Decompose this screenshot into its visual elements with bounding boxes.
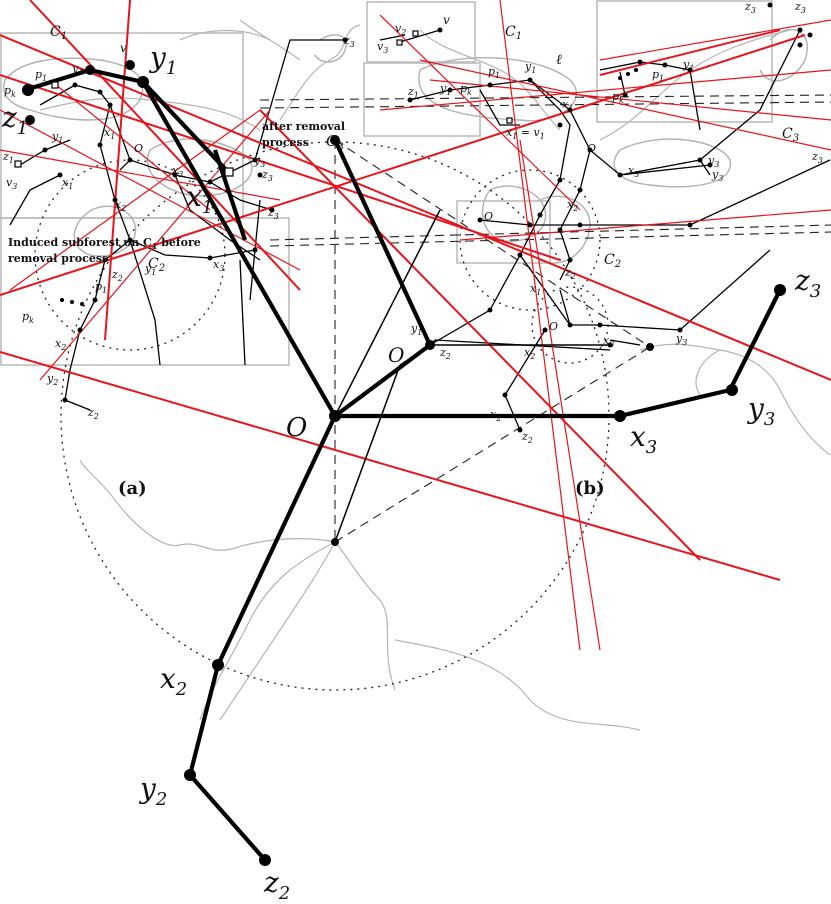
panel-b-eq: x1 = v1	[506, 126, 545, 141]
b-pk2: pk	[612, 90, 624, 105]
b-pk: pk	[460, 82, 472, 97]
a-x3: x3	[172, 164, 183, 179]
label-x3: x3	[630, 420, 657, 458]
a-y2: y2	[46, 372, 58, 387]
panel-b-labels: (b) C1 C2 C3 ℓ x1 = v1 v v2 v3 z1 y1 y1 …	[377, 0, 823, 499]
b-z3c: z3	[794, 0, 806, 15]
b-y1c: y1	[682, 58, 694, 73]
secondary-thin-main	[334, 209, 610, 543]
b-p1: p1	[488, 65, 500, 80]
a-z3c: z3	[267, 206, 279, 221]
gray-ridge-lines	[39, 19, 831, 731]
b-z2c: z2	[521, 430, 533, 445]
b-p1b: p1	[652, 68, 664, 83]
label-x2: x2	[160, 662, 187, 700]
panel-b-ell: ℓ	[556, 52, 562, 68]
a-z3: z3	[261, 168, 273, 183]
after-note-1: after removal	[262, 120, 345, 133]
b-o3: O	[484, 210, 493, 223]
b-z2b: z2	[439, 346, 451, 361]
a-z2b: z2	[87, 406, 99, 421]
a-z1: z1	[2, 150, 14, 165]
b-z3: z3	[811, 150, 823, 165]
b-z2: z2	[564, 266, 576, 281]
b-z3b: z3	[744, 0, 756, 15]
induced-note-1: Induced subforest on C1 before	[8, 236, 201, 251]
a-y1: y1	[71, 62, 83, 77]
b-x1b: x1	[530, 282, 541, 297]
caption-a: (a)	[118, 478, 147, 499]
after-note-2: process	[262, 136, 309, 149]
b-x2c: x2	[490, 408, 501, 423]
label-y1: y1	[148, 41, 177, 79]
b-v2: v2	[395, 22, 406, 37]
a-z3b: z3	[343, 34, 355, 49]
label-z2: z2	[263, 866, 290, 904]
induced-note-2: removal process	[8, 252, 108, 265]
label-o-b: O	[388, 343, 404, 367]
a-y1b: y1	[144, 262, 156, 277]
b-y3b: y3	[711, 168, 723, 183]
a-y1c: y1	[51, 130, 63, 145]
a-y3: y3	[253, 154, 265, 169]
label-c3: C3	[326, 132, 344, 153]
label-z1: z1	[1, 101, 28, 139]
b-y3c: y3	[675, 332, 687, 347]
label-z3: z3	[794, 264, 821, 302]
b-x2b: x2	[524, 346, 535, 361]
label-y3: y3	[746, 392, 775, 430]
small-nodes	[42, 2, 813, 433]
b-x3: x3	[628, 164, 639, 179]
b-o: O	[587, 142, 596, 155]
ellipsis-dots	[60, 68, 638, 306]
b-v: v	[443, 13, 450, 27]
a-x2b: x2	[55, 337, 66, 352]
main-nodes	[22, 60, 786, 866]
panel-a-c1: C1	[50, 24, 67, 42]
a-z2: z2	[111, 268, 123, 283]
b-x2: x2	[567, 198, 578, 213]
red-lines	[0, 0, 831, 581]
a-x3b: x3	[213, 258, 224, 273]
panel-a-c2: C2	[148, 256, 165, 274]
label-x1: x1	[186, 180, 213, 218]
hollow-squares	[14, 30, 513, 177]
a-pk: pk	[4, 84, 16, 99]
b-z1: z1	[407, 85, 419, 100]
b-x3b: x3	[603, 334, 614, 349]
b-o2: O	[549, 320, 558, 333]
red-lines-thin	[0, 0, 831, 651]
a-x1b: x1	[62, 176, 73, 191]
main-tree	[24, 67, 782, 862]
a-v3: v3	[6, 176, 17, 191]
b-y1: y1	[439, 82, 451, 97]
a-p1b: p1	[95, 280, 107, 295]
a-p1: p1	[35, 68, 47, 83]
b-y3: y3	[707, 154, 719, 169]
a-v: v	[120, 41, 127, 55]
label-y2: y2	[138, 772, 167, 810]
b-y1b: y1	[524, 60, 536, 75]
panel-b-c2: C2	[604, 252, 621, 270]
a-x2: x2	[115, 198, 126, 213]
label-o-main: O	[286, 413, 307, 443]
a-o: O	[134, 142, 143, 155]
panel-a-labels: (a) C1 C2 Induced subforest on C1 before…	[2, 24, 355, 499]
a-pk2: pk	[22, 310, 34, 325]
b-x1: x1	[562, 98, 573, 113]
inset-frames	[0, 0, 773, 366]
dashed-lines	[259, 94, 831, 543]
a-x1: x1	[104, 126, 115, 141]
b-v3: v3	[377, 40, 388, 55]
caption-b: (b)	[575, 478, 605, 499]
main-labels: O x2 y2 z2 x3 y3 z3 x1 y1 z1 C3	[1, 41, 821, 904]
b-y1d: y1	[410, 322, 422, 337]
panel-b-c1: C1	[505, 24, 522, 42]
panel-b-c3: C3	[782, 126, 799, 144]
